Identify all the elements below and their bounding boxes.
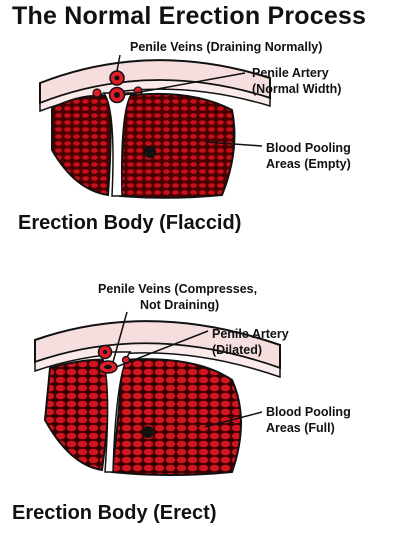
caption-erect: Erection Body (Erect) — [12, 502, 217, 524]
label-line: Areas (Empty) — [266, 157, 351, 171]
label-penile-veins: Penile Veins (Compresses, Not Draining) — [98, 281, 257, 313]
leader-pooling — [204, 411, 263, 428]
label-line: (Normal Width) — [252, 82, 342, 96]
flaccid-cross-section — [39, 54, 271, 199]
label-line: (Dilated) — [212, 343, 262, 357]
leader-veins — [116, 54, 121, 72]
label-penile-artery: Penile Artery (Normal Width) — [252, 65, 341, 97]
penile-vein-left — [92, 88, 102, 98]
leader-artery — [123, 72, 246, 96]
erectile-chamber-right — [118, 92, 236, 199]
inner-sheath-layer — [34, 342, 281, 379]
label-line: Penile Veins (Compresses, — [98, 282, 258, 296]
leader-pooling — [204, 141, 263, 147]
caption-flaccid: Erection Body (Flaccid) — [18, 212, 242, 234]
septum — [102, 92, 134, 197]
septum — [98, 351, 132, 473]
label-line: Not Draining) — [140, 298, 220, 312]
leader-veins — [112, 311, 128, 363]
central-artery — [142, 426, 154, 438]
label-penile-veins: Penile Veins (Draining Normally) — [130, 40, 323, 54]
erectile-chamber-left — [51, 94, 112, 197]
label-blood-pooling: Blood Pooling Areas (Empty) — [266, 140, 351, 172]
central-artery — [144, 146, 156, 158]
erectile-chamber-right — [110, 358, 242, 476]
label-penile-artery: Penile Artery (Dilated) — [212, 326, 289, 358]
label-line: Penile Artery — [212, 327, 289, 341]
label-line: Blood Pooling — [266, 141, 351, 155]
label-line: Areas (Full) — [266, 421, 335, 435]
erect-cross-section — [34, 311, 281, 476]
erectile-chamber-left — [43, 358, 114, 472]
label-blood-pooling: Blood Pooling Areas (Full) — [266, 404, 351, 436]
page-title: The Normal Erection Process — [12, 2, 367, 30]
label-line: Blood Pooling — [266, 405, 351, 419]
leader-artery — [115, 330, 209, 368]
label-line: Penile Artery — [252, 66, 329, 80]
penile-vein-right — [133, 86, 143, 96]
